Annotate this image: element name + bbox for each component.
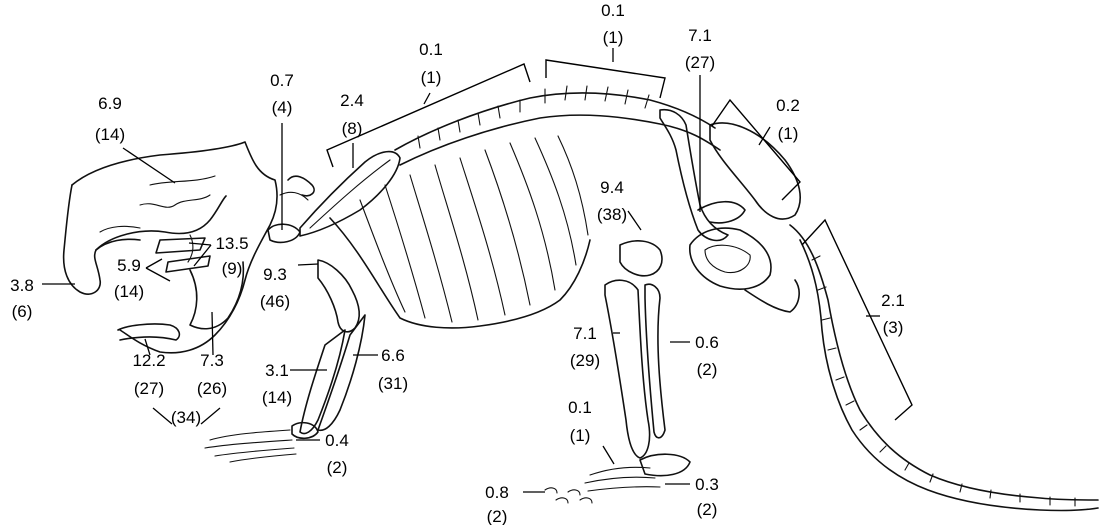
label-value: 6.9: [98, 94, 122, 113]
label-count: (1): [570, 426, 591, 445]
label-value: 0.8: [485, 483, 509, 502]
label-fibula: 0.6 (2): [695, 333, 719, 379]
label-count: (1): [603, 28, 624, 47]
label-value: 5.9: [117, 256, 141, 275]
label-caudal-vertebrae: 2.1 (3): [881, 291, 905, 337]
label-value: 7.1: [573, 324, 597, 343]
label-count: (14): [114, 282, 144, 301]
scapula: [300, 152, 400, 236]
leader-lines: [42, 48, 880, 492]
tail: [790, 225, 1098, 511]
label-value: 7.1: [688, 26, 712, 45]
label-zygomatic: 5.9 (14): [114, 256, 144, 301]
label-count: (14): [262, 388, 292, 407]
label-value: 12.2: [132, 351, 165, 370]
lumbar-bracket: [546, 60, 665, 98]
label-value: 0.7: [270, 71, 294, 90]
label-lower-incisor: 12.2 (27): [132, 351, 165, 398]
label-metatarsals: 0.1 (1): [568, 398, 592, 445]
label-pes-phalanges: 0.8 (2): [485, 483, 509, 525]
label-count: (2): [697, 500, 718, 519]
label-value: 13.5: [215, 234, 248, 253]
label-count: (9): [222, 259, 243, 278]
label-value: 6.6: [381, 346, 405, 365]
label-mandible: 7.3 (26): [197, 351, 227, 398]
label-jaw-combined: (34): [171, 408, 201, 427]
label-value: 0.1: [568, 398, 592, 417]
ribcage: [330, 136, 590, 328]
label-value: 7.3: [200, 351, 224, 370]
label-count: (8): [342, 119, 363, 138]
label-value: 9.3: [263, 265, 287, 284]
label-value: 0.1: [419, 40, 443, 59]
label-pelvis-ilium: 7.1 (27): [685, 26, 715, 72]
label-value: 0.3: [695, 475, 719, 494]
label-atlas: 0.7 (4): [270, 71, 294, 117]
label-count: (1): [421, 68, 442, 87]
label-ulna: 6.6 (31): [378, 346, 408, 393]
label-scapula: 2.4 (8): [340, 91, 364, 138]
label-value: 9.4: [600, 178, 624, 197]
label-humerus: 9.3 (46): [260, 265, 290, 311]
label-count: (2): [697, 360, 718, 379]
label-snout-tip: 3.8 (6): [10, 276, 34, 321]
label-value: 2.4: [340, 91, 364, 110]
label-value: 3.1: [265, 361, 289, 380]
sacral-bracket: [712, 100, 800, 200]
label-count: (2): [487, 507, 508, 525]
label-sacrum: 0.2 (1): [776, 96, 800, 143]
label-femur: 9.4 (38): [597, 178, 627, 224]
label-manus: 0.4 (2): [325, 431, 349, 477]
label-count: (27): [685, 53, 715, 72]
vertebral-column: [395, 86, 720, 165]
label-count: (29): [570, 351, 600, 370]
label-count: (4): [272, 98, 293, 117]
label-value: 0.1: [601, 1, 625, 20]
label-count: (14): [95, 125, 125, 144]
label-count: (27): [134, 379, 164, 398]
label-count: (38): [597, 205, 627, 224]
label-value: 0.6: [695, 333, 719, 352]
label-radius: 3.1 (14): [262, 361, 292, 407]
label-count: (46): [260, 292, 290, 311]
label-skull-braincase: 6.9 (14): [95, 94, 125, 144]
label-value: 0.4: [325, 431, 349, 450]
label-calcaneus: 0.3 (2): [695, 475, 719, 519]
label-tibia: 7.1 (29): [570, 324, 600, 370]
label-value: 2.1: [881, 291, 905, 310]
label-thoracic-vertebrae: 0.1 (1): [419, 40, 443, 87]
label-value: 3.8: [10, 276, 34, 295]
label-count: (34): [171, 408, 201, 427]
brackets: [327, 60, 912, 420]
label-count: (2): [327, 458, 348, 477]
label-lumbar-vertebrae: 0.1 (1): [601, 1, 625, 47]
skeleton-drawing: [64, 86, 1098, 511]
label-count: (1): [778, 124, 799, 143]
label-count: (3): [883, 318, 904, 337]
label-count: (6): [12, 302, 33, 321]
label-count: (26): [197, 379, 227, 398]
label-value: 0.2: [776, 96, 800, 115]
label-count: (31): [378, 374, 408, 393]
